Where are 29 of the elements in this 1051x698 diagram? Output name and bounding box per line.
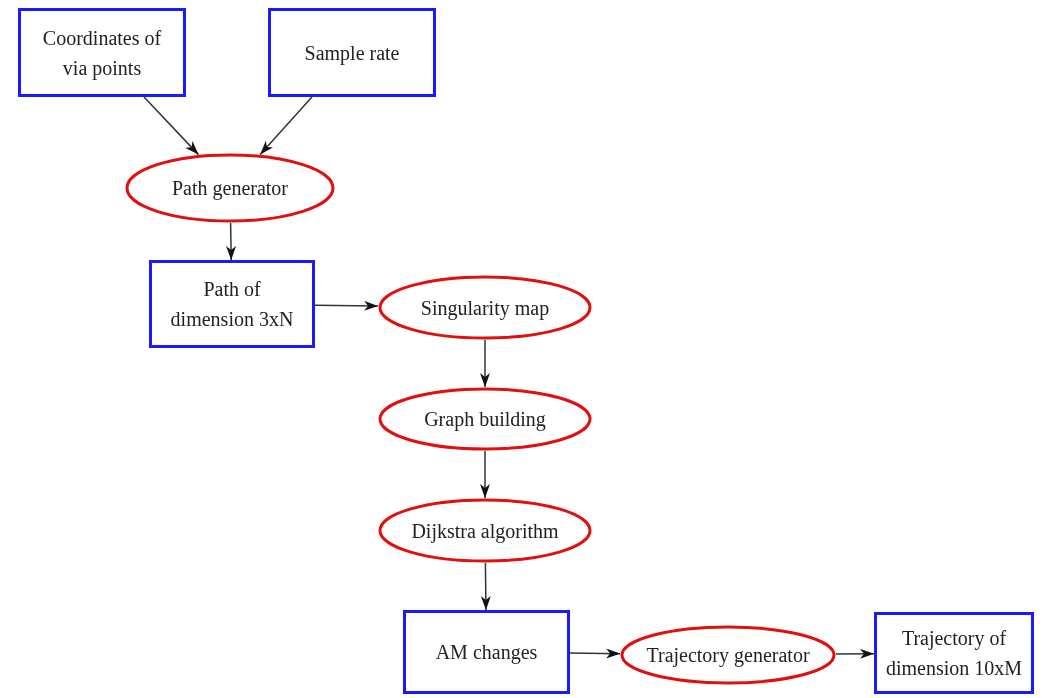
- process-ellipse: [378, 275, 592, 340]
- node-label: Graph building: [424, 407, 546, 433]
- node-label: Sample rate: [304, 40, 400, 67]
- arrow: [314, 300, 379, 311]
- node-label: Trajectory of dimension 10xM: [885, 626, 1023, 681]
- arrow: [143, 96, 200, 156]
- node-label: Dijkstra algorithm: [411, 518, 559, 545]
- data-box: [18, 8, 186, 97]
- data-box: [403, 610, 570, 694]
- node-label: Trajectory generator: [646, 643, 810, 669]
- arrow: [259, 96, 313, 156]
- node-label: Coordinates of via points: [41, 25, 163, 82]
- data-box: [874, 612, 1034, 694]
- arrow: [569, 648, 621, 659]
- node-label: Singularity map: [420, 295, 550, 322]
- node-label: Path of dimension 3xN: [169, 277, 295, 332]
- process-ellipse: [620, 625, 836, 685]
- process-ellipse: [378, 498, 592, 563]
- arrow: [480, 562, 491, 611]
- arrow: [480, 450, 490, 499]
- arrow: [226, 222, 236, 261]
- arrow: [480, 339, 490, 388]
- arrow: [835, 648, 875, 659]
- data-box: [268, 8, 436, 97]
- process-ellipse: [125, 153, 335, 223]
- node-label: Path generator: [171, 176, 289, 202]
- node-label: AM changes: [435, 640, 538, 666]
- data-box: [149, 260, 315, 348]
- process-ellipse: [378, 387, 592, 451]
